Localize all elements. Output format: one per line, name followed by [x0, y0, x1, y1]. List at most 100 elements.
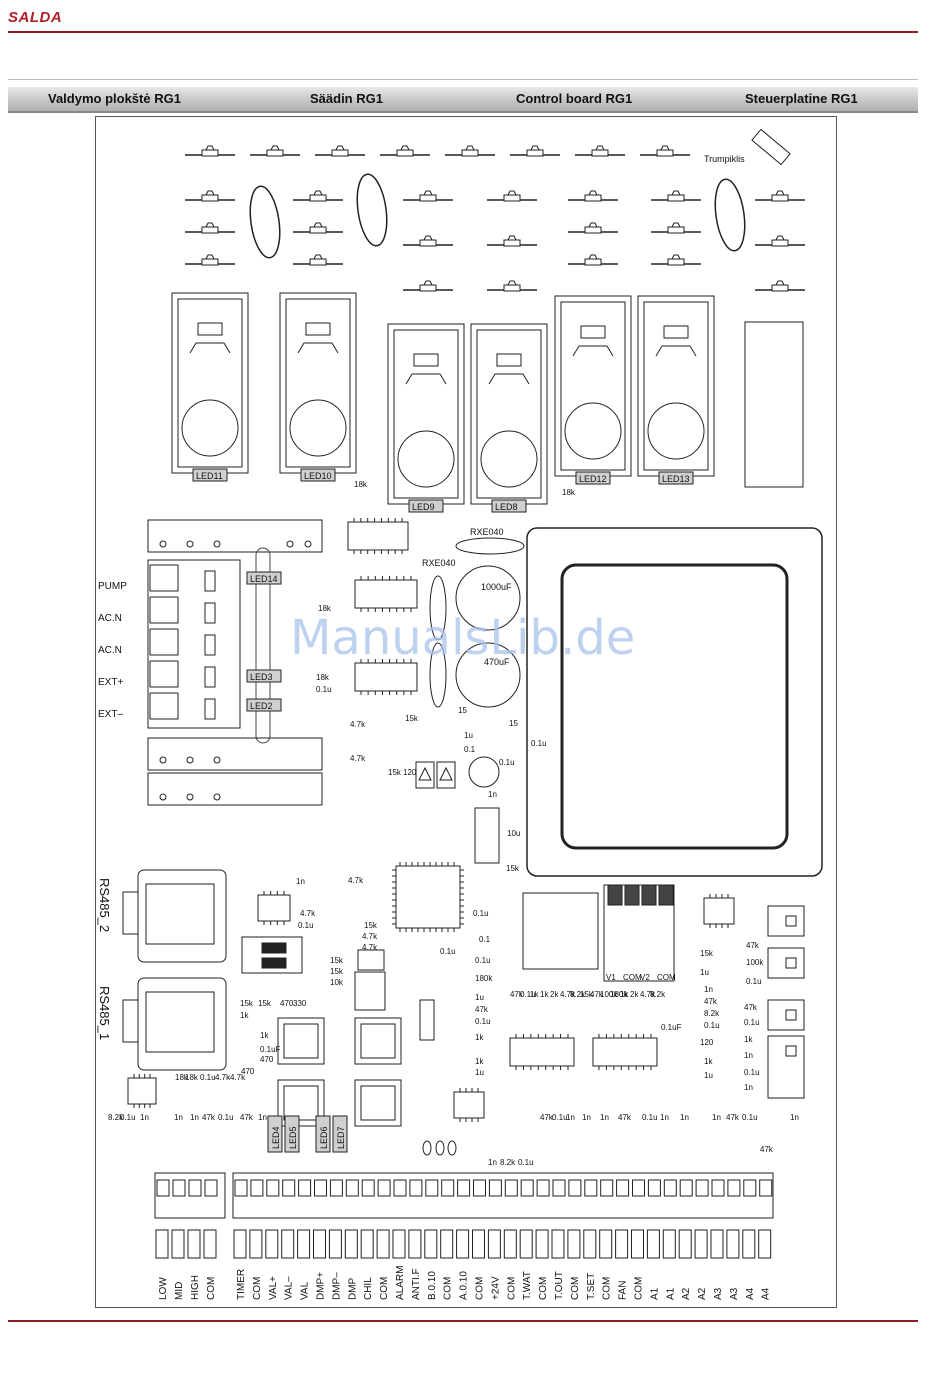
terminal-screw — [172, 1179, 186, 1197]
component-value: 47k — [746, 941, 760, 950]
relay-inner — [177, 298, 243, 468]
terminal-cell — [149, 692, 179, 720]
terminal-strip-mid — [147, 737, 323, 771]
component-value: 1k — [540, 990, 549, 999]
relay-cap — [289, 399, 347, 457]
bottom-terminal-label: ANTI.F — [411, 1268, 422, 1300]
relay-body — [279, 292, 357, 474]
component-value: 0.1u — [704, 1021, 720, 1030]
relay-led-box — [491, 499, 527, 513]
terminal-slot — [487, 1229, 501, 1259]
title-en: Control board RG1 — [516, 91, 633, 106]
bottom-terminal-label: B.0.10 — [427, 1271, 438, 1300]
relay-inner — [285, 298, 351, 468]
component-value: 47k — [240, 1113, 254, 1122]
title-de: Steuerplatine RG1 — [745, 91, 858, 106]
component-value: 1n — [488, 790, 497, 799]
component-value: 4.7k — [350, 720, 366, 729]
ic-chip — [509, 1037, 575, 1067]
component-value: 0.1u — [475, 1017, 491, 1026]
component-value: 47k — [202, 1113, 216, 1122]
ic-chip — [347, 521, 409, 551]
component-value: 0.1u — [742, 1113, 758, 1122]
component-value: 1n — [582, 1113, 591, 1122]
terminal-screw — [425, 1179, 439, 1197]
component-value: 15k — [330, 956, 344, 965]
fuse-symbol — [356, 173, 388, 247]
resistor-symbol — [510, 145, 560, 157]
component-value: 330 — [293, 999, 307, 1008]
bottom-terminal-label: T.OUT — [554, 1271, 565, 1300]
bottom-terminal-label: LOW — [158, 1277, 169, 1300]
fuse-symbol — [249, 185, 281, 259]
side-connector — [767, 905, 805, 937]
component-value: 470 — [280, 999, 294, 1008]
relay-inner — [643, 301, 709, 471]
terminal-strip-bottom — [147, 772, 323, 806]
bottom-terminal-label: ALARM — [395, 1266, 406, 1300]
component-value: 120 — [700, 1038, 714, 1047]
component-value: 1k — [475, 1057, 484, 1066]
relay-led-label: LED8 — [495, 502, 518, 512]
title-fi: Säädin RG1 — [310, 91, 383, 106]
terminal-screw — [441, 1179, 455, 1197]
capacitor-1000uf — [455, 565, 521, 631]
resistor-symbol — [487, 190, 537, 202]
terminal-slot — [408, 1229, 422, 1259]
component-value: 15k — [240, 999, 254, 1008]
bottom-led-label: LED4 — [271, 1126, 281, 1149]
transformer-outer — [526, 527, 823, 877]
component-value: 1n — [680, 1113, 689, 1122]
component-value: 4.7k — [348, 876, 364, 885]
bottom-terminal-label: A1 — [649, 1287, 660, 1300]
relay-led-box — [192, 468, 228, 482]
component-value: 1n — [190, 1113, 199, 1122]
rxe-fuse — [429, 642, 447, 708]
component-value: 2k — [550, 990, 559, 999]
relay-body — [470, 323, 548, 505]
terminal-screw — [759, 1179, 773, 1197]
transistor-body — [360, 1023, 396, 1059]
diode-box — [357, 949, 385, 971]
relay-body — [554, 295, 632, 477]
component-value: 10u — [507, 829, 520, 838]
rs485-port — [145, 991, 215, 1053]
terminal-screw — [250, 1179, 264, 1197]
terminal-slot — [187, 1229, 201, 1259]
relay-coil — [197, 322, 223, 336]
bottom-terminal-label: COM — [602, 1277, 613, 1300]
terminal-slot — [344, 1229, 358, 1259]
terminal-screw — [536, 1179, 550, 1197]
terminal-screw — [377, 1179, 391, 1197]
component-value: 47k — [475, 1005, 489, 1014]
terminal-slot — [203, 1229, 217, 1259]
terminal-screw — [616, 1179, 630, 1197]
terminal-slot — [281, 1229, 295, 1259]
bottom-terminal-label: COM — [634, 1277, 645, 1300]
bottom-terminal-label: COM — [379, 1277, 390, 1300]
terminal-slot — [646, 1229, 660, 1259]
component-value: 0.1 — [479, 935, 491, 944]
terminal-hole — [286, 540, 294, 548]
terminal-slot — [360, 1229, 374, 1259]
terminal-slot — [678, 1229, 692, 1259]
component-value: 4.7k — [560, 990, 576, 999]
resistor-symbol — [651, 254, 701, 266]
transistor-body — [283, 1085, 319, 1121]
component-value: 47k — [726, 1113, 740, 1122]
resistor-symbol — [403, 235, 453, 247]
bottom-terminal-label: VAL+ — [268, 1276, 279, 1300]
bottom-terminal-label: A3 — [713, 1287, 724, 1300]
regulator — [474, 807, 500, 864]
terminal-screw — [298, 1179, 312, 1197]
power-transistor — [277, 1079, 325, 1127]
relay-body — [637, 295, 715, 477]
jumper-label: Trumpiklis — [704, 154, 745, 164]
rs485-port — [145, 883, 215, 945]
bottom-terminal-label: VAL– — [284, 1276, 295, 1300]
relay-cap — [397, 430, 455, 488]
component-value: 18k — [185, 1073, 199, 1082]
rs485-flange — [122, 891, 139, 935]
terminal-cell — [149, 660, 179, 688]
ic-chip — [592, 1037, 658, 1067]
